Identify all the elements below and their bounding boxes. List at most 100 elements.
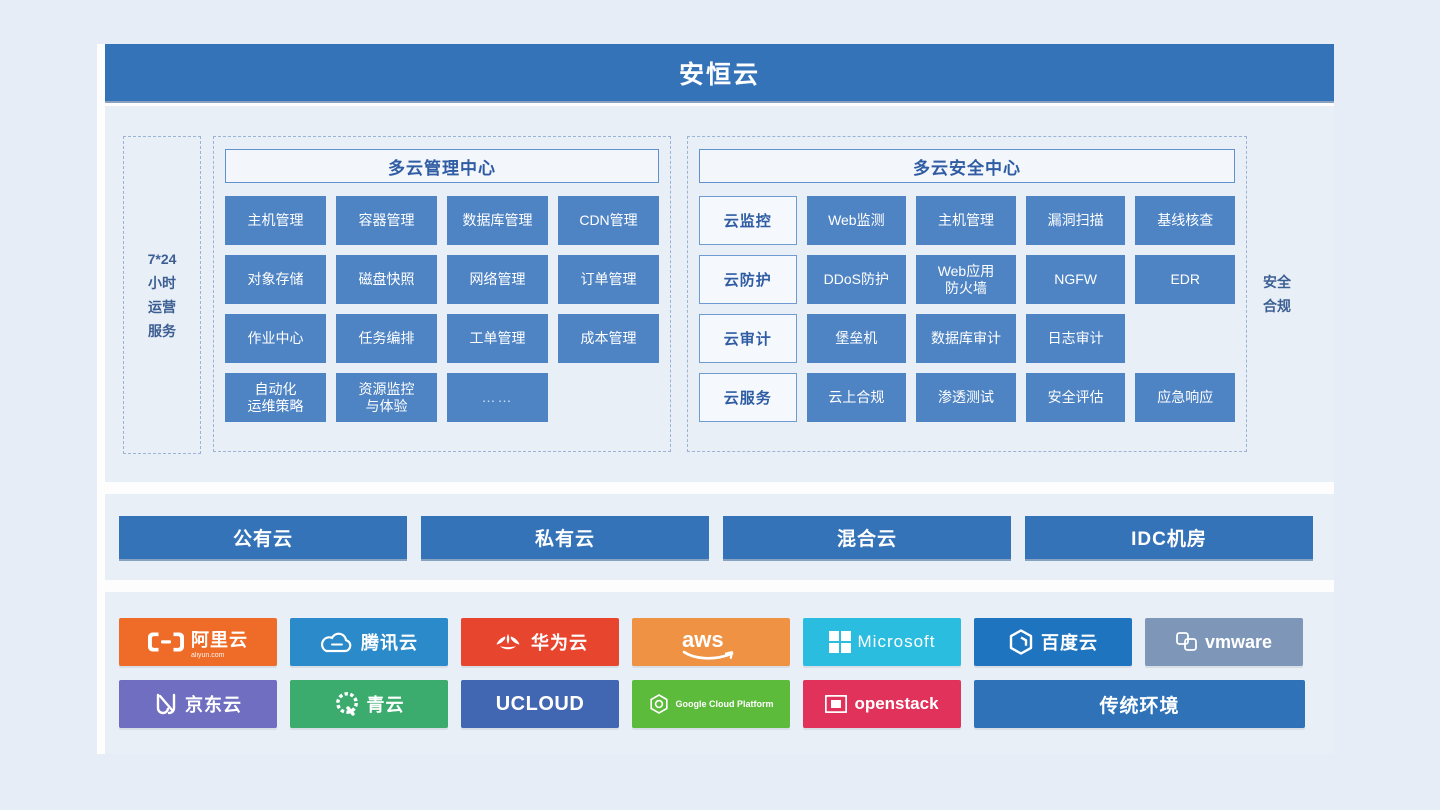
vendor-traditional-environment[interactable]: 传统环境: [974, 680, 1305, 728]
vendor-logo-row: 阿里云 aliyun.com 腾讯云 华为云: [119, 618, 1305, 666]
right-side-note: 安全 合规: [1263, 274, 1291, 314]
vendor-huawei-cloud[interactable]: 华为云: [461, 618, 619, 666]
tile-web-monitoring[interactable]: Web监测: [806, 196, 907, 245]
tile-log-audit[interactable]: 日志审计: [1025, 314, 1126, 363]
panel-multi-cloud-security-center: 多云安全中心 云监控 Web监测 主机管理 漏洞扫描 基线核查 云防护 DDoS…: [687, 136, 1247, 452]
vendor-jd-cloud[interactable]: 京东云: [119, 680, 277, 728]
row-label-cloud-service[interactable]: 云服务: [699, 373, 797, 422]
vendor-label: UCLOUD: [495, 692, 585, 715]
tile-more-ellipsis[interactable]: ……: [447, 373, 548, 422]
tile-row: 作业中心 任务编排 工单管理 成本管理: [225, 314, 659, 363]
panel-multi-cloud-management-center: 多云管理中心 主机管理 容器管理 数据库管理 CDN管理 对象存储 磁盘快照 网…: [213, 136, 671, 452]
tile-row: 自动化 运维策略 资源监控 与体验 ……: [225, 373, 659, 422]
vendor-tencent-cloud[interactable]: 腾讯云: [290, 618, 448, 666]
aliyun-icon: [148, 631, 184, 653]
tile-security-assessment[interactable]: 安全评估: [1025, 373, 1126, 422]
security-tile-grid: 云监控 Web监测 主机管理 漏洞扫描 基线核查 云防护 DDoS防护 Web应…: [699, 196, 1236, 422]
vmware-icon: [1176, 632, 1198, 652]
aws-smile-icon: [682, 649, 740, 661]
vendor-label: Google Cloud Platform: [675, 699, 774, 709]
vendor-openstack[interactable]: openstack: [803, 680, 961, 728]
cloud-types-row: 公有云 私有云 混合云 IDC机房: [119, 516, 1313, 559]
vendor-logo-grid: 阿里云 aliyun.com 腾讯云 华为云: [119, 618, 1305, 728]
qingcloud-icon: [334, 691, 360, 717]
tile-penetration-test[interactable]: 渗透测试: [916, 373, 1016, 422]
openstack-icon: [825, 695, 848, 713]
baidu-cloud-icon: [1008, 629, 1034, 655]
vendor-label: 阿里云: [191, 629, 248, 650]
tile-empty-slot: [558, 373, 659, 422]
diagram-title-banner: 安恒云: [105, 44, 1334, 101]
cloud-type-private[interactable]: 私有云: [421, 516, 709, 559]
page-title: 安恒云: [678, 60, 760, 89]
vendor-label: 华为云: [531, 633, 588, 653]
vendor-logos-section: 阿里云 aliyun.com 腾讯云 华为云: [105, 592, 1334, 754]
tile-bastion-host[interactable]: 堡垒机: [806, 314, 907, 363]
cloud-type-public[interactable]: 公有云: [119, 516, 407, 559]
vendor-microsoft[interactable]: Microsoft: [803, 618, 961, 666]
row-label-cloud-audit[interactable]: 云审计: [699, 314, 797, 363]
gcp-icon: [649, 694, 669, 714]
tile-emergency-response[interactable]: 应急响应: [1135, 373, 1236, 422]
tile-edr[interactable]: EDR: [1135, 255, 1236, 304]
tile-web-application-firewall[interactable]: Web应用 防火墙: [916, 255, 1016, 304]
tile-resource-monitor-experience[interactable]: 资源监控 与体验: [336, 373, 437, 422]
tile-cost-management[interactable]: 成本管理: [558, 314, 659, 363]
vendor-qingcloud[interactable]: 青云: [290, 680, 448, 728]
jd-cloud-icon: [154, 692, 178, 716]
panel-title-security: 多云安全中心: [699, 149, 1235, 183]
vendor-ucloud[interactable]: UCLOUD: [461, 680, 619, 728]
tencent-cloud-icon: [320, 630, 354, 654]
tile-host-management-sec[interactable]: 主机管理: [916, 196, 1016, 245]
vendor-label: 青云: [366, 695, 405, 715]
tile-database-management[interactable]: 数据库管理: [447, 196, 548, 245]
vendor-baidu-cloud[interactable]: 百度云: [974, 618, 1132, 666]
panel-title-management: 多云管理中心: [225, 149, 659, 183]
vendor-label: openstack: [854, 694, 939, 713]
tile-network-management[interactable]: 网络管理: [447, 255, 548, 304]
tile-row: 云服务 云上合规 渗透测试 安全评估 应急响应: [699, 373, 1236, 422]
tile-job-center[interactable]: 作业中心: [225, 314, 326, 363]
cloud-types-section: 公有云 私有云 混合云 IDC机房: [105, 494, 1334, 580]
tile-ngfw[interactable]: NGFW: [1025, 255, 1126, 304]
tile-disk-snapshot[interactable]: 磁盘快照: [336, 255, 437, 304]
tile-vulnerability-scan[interactable]: 漏洞扫描: [1025, 196, 1126, 245]
cloud-type-hybrid[interactable]: 混合云: [723, 516, 1011, 559]
tile-cloud-compliance[interactable]: 云上合规: [806, 373, 907, 422]
vendor-aliyun[interactable]: 阿里云 aliyun.com: [119, 618, 277, 666]
tile-object-storage[interactable]: 对象存储: [225, 255, 326, 304]
tile-cdn-management[interactable]: CDN管理: [558, 196, 659, 245]
vendor-label: aws: [682, 627, 724, 652]
tile-row: 主机管理 容器管理 数据库管理 CDN管理: [225, 196, 659, 245]
management-tile-grid: 主机管理 容器管理 数据库管理 CDN管理 对象存储 磁盘快照 网络管理 订单管…: [225, 196, 659, 422]
tile-host-management[interactable]: 主机管理: [225, 196, 326, 245]
vendor-label: vmware: [1204, 631, 1273, 652]
cloud-type-idc[interactable]: IDC机房: [1025, 516, 1313, 559]
microsoft-icon: [828, 631, 851, 653]
tile-row: 云审计 堡垒机 数据库审计 日志审计: [699, 314, 1235, 363]
vendor-label: 腾讯云: [361, 633, 418, 653]
tile-task-orchestration[interactable]: 任务编排: [336, 314, 437, 363]
vendor-aws[interactable]: aws: [632, 618, 790, 666]
tile-empty-slot: [1135, 314, 1235, 363]
capability-section: 7*24 小时 运营 服务 多云管理中心 主机管理 容器管理 数据库管理 CDN…: [105, 106, 1334, 482]
tile-container-management[interactable]: 容器管理: [336, 196, 437, 245]
tile-row: 云防护 DDoS防护 Web应用 防火墙 NGFW EDR: [699, 255, 1236, 304]
huawei-icon: [492, 630, 524, 654]
vendor-label: 传统环境: [1099, 695, 1180, 717]
vendor-label: Microsoft: [857, 632, 936, 651]
tile-order-management[interactable]: 订单管理: [558, 255, 659, 304]
row-label-cloud-protection[interactable]: 云防护: [699, 255, 797, 304]
tile-automation-ops-policy[interactable]: 自动化 运维策略: [225, 373, 326, 422]
tile-row: 对象存储 磁盘快照 网络管理 订单管理: [225, 255, 659, 304]
tile-ticket-management[interactable]: 工单管理: [447, 314, 548, 363]
vendor-vmware[interactable]: vmware: [1145, 618, 1303, 666]
tile-database-audit[interactable]: 数据库审计: [916, 314, 1016, 363]
tile-baseline-check[interactable]: 基线核查: [1135, 196, 1236, 245]
row-label-cloud-monitoring[interactable]: 云监控: [699, 196, 797, 245]
vendor-google-cloud-platform[interactable]: Google Cloud Platform: [632, 680, 790, 728]
left-side-note: 7*24 小时 运营 服务: [123, 136, 201, 454]
tile-ddos-protection[interactable]: DDoS防护: [806, 255, 907, 304]
vendor-logo-row: 京东云 青云 UCLOUD Google Cloud Platform: [119, 680, 1305, 728]
